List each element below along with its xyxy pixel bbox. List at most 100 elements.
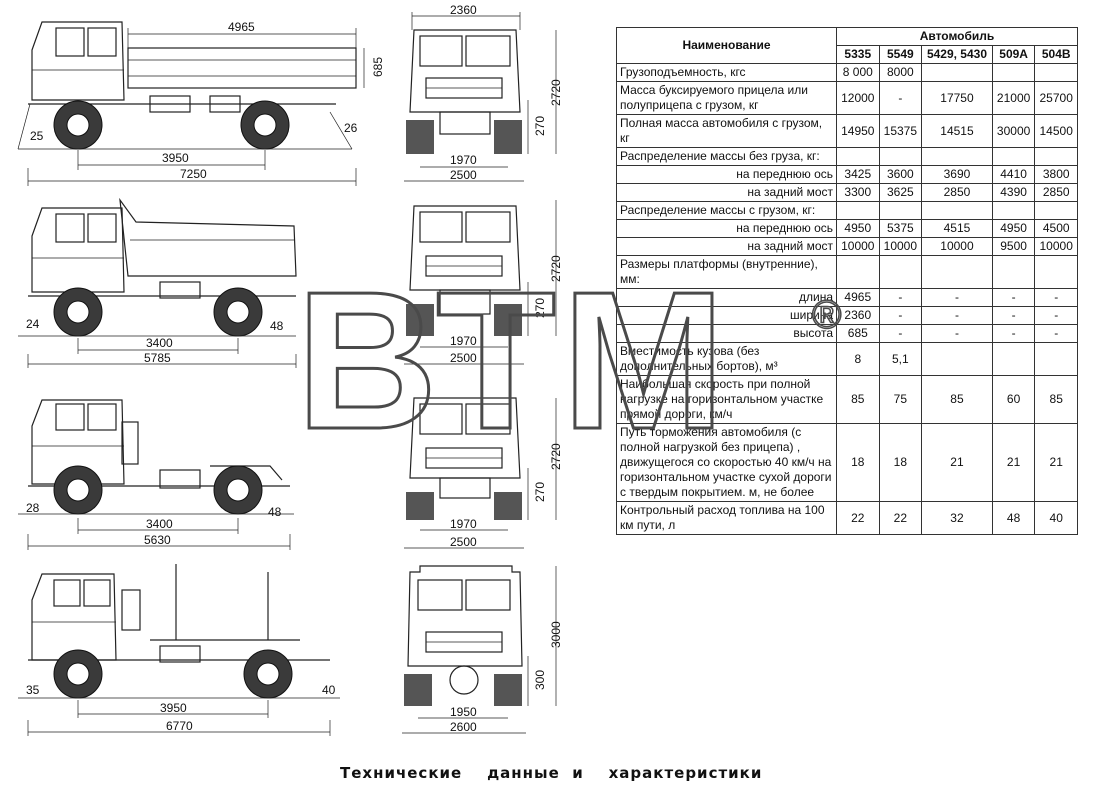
- row-value: 4500: [1034, 219, 1078, 238]
- row-value: 10000: [836, 237, 880, 256]
- side-view-tractor: 28 48 3400 5630: [18, 399, 294, 550]
- row-value: 10000: [878, 237, 923, 256]
- dim-f3-track: 1970: [450, 517, 477, 531]
- dim-v4-wheelbase: 3950: [160, 701, 187, 715]
- row-value: -: [878, 81, 923, 115]
- row-value: [921, 63, 993, 82]
- dim-v1-platform-length: 4965: [228, 20, 255, 34]
- row-label: Масса буксируемого прицела или полуприце…: [616, 81, 837, 115]
- dim-f4-track: 1950: [450, 705, 477, 719]
- row-value: -: [1034, 288, 1078, 307]
- row-label: на переднюю ось: [616, 219, 837, 238]
- table-row: Распределение массы с грузом, кг:: [616, 201, 1078, 220]
- row-label: Наибольшая скорость при полной нагрузке …: [616, 375, 837, 424]
- table-header-row: Наименование Автомобиль: [616, 27, 1078, 64]
- row-value: 15375: [878, 114, 923, 148]
- table-row: Размеры платформы (внутренние), мм:: [616, 255, 1078, 289]
- row-value: -: [991, 324, 1036, 343]
- row-label: Контрольный расход топлива на 100 км пут…: [616, 501, 837, 535]
- row-value: 8 000: [836, 63, 880, 82]
- dim-f3-overall-width: 2500: [450, 535, 477, 549]
- row-value: [1034, 255, 1078, 289]
- row-label: Путь торможения автомобиля (с полной наг…: [616, 423, 837, 502]
- front-view-2: 270 2720 1970 2500: [404, 200, 563, 365]
- row-value: 17750: [921, 81, 993, 115]
- row-value: -: [1034, 306, 1078, 325]
- row-value: [1034, 201, 1078, 220]
- row-label: Грузоподъемность, кгс: [616, 63, 837, 82]
- row-value: 4965: [836, 288, 880, 307]
- row-value: 10000: [921, 237, 993, 256]
- row-value: 32: [921, 501, 993, 535]
- row-value: -: [1034, 324, 1078, 343]
- row-value: [991, 201, 1036, 220]
- row-value: 4390: [991, 183, 1036, 202]
- row-label: ширина: [616, 306, 837, 325]
- row-value: 4410: [991, 165, 1036, 184]
- row-value: [921, 255, 993, 289]
- row-value: [1034, 63, 1078, 82]
- row-label: Вместимость кузова (без дополнительных б…: [616, 342, 837, 376]
- row-label: длина: [616, 288, 837, 307]
- row-value: 60: [991, 375, 1036, 424]
- row-value: [836, 201, 880, 220]
- row-value: 5,1: [878, 342, 923, 376]
- front-view-3: 270 2720 1970 2500: [404, 397, 563, 549]
- row-value: 5375: [878, 219, 923, 238]
- row-value: 685: [836, 324, 880, 343]
- dim-f2-clearance: 270: [533, 298, 547, 318]
- row-value: [921, 147, 993, 166]
- row-value: 22: [836, 501, 880, 535]
- row-label: Полная масса автомобиля с грузом, кг: [616, 114, 837, 148]
- row-value: -: [878, 324, 923, 343]
- dim-v2-angle-rear: 48: [270, 319, 284, 333]
- table-row: Масса буксируемого прицела или полуприце…: [616, 81, 1078, 115]
- dim-v3-angle-rear: 48: [268, 505, 282, 519]
- header-model: 5429, 5430: [921, 45, 993, 64]
- row-value: 85: [836, 375, 880, 424]
- row-value: 21: [991, 423, 1036, 502]
- row-label: на задний мост: [616, 237, 837, 256]
- vehicle-drawings: 4965 685 25 26 3950 7250 2360 270 2720 1…: [17, 3, 563, 736]
- row-label: Распределение массы без груза, кг:: [616, 147, 837, 166]
- row-label: на задний мост: [616, 183, 837, 202]
- row-value: -: [991, 306, 1036, 325]
- row-value: [836, 255, 880, 289]
- dim-v1-angle-rear: 26: [344, 121, 358, 135]
- row-label: Распределение массы с грузом, кг:: [616, 201, 837, 220]
- dim-f3-clearance: 270: [533, 482, 547, 502]
- row-value: 40: [1034, 501, 1078, 535]
- row-value: 22: [878, 501, 923, 535]
- table-row: Наибольшая скорость при полной нагрузке …: [616, 375, 1078, 424]
- row-value: [991, 63, 1036, 82]
- row-value: 8000: [878, 63, 923, 82]
- row-value: [991, 342, 1036, 376]
- side-view-dump-truck: 24 48 3400 5785: [18, 197, 297, 368]
- table-row: Путь торможения автомобиля (с полной наг…: [616, 423, 1078, 502]
- row-value: [991, 255, 1036, 289]
- dim-v3-wheelbase: 3400: [146, 517, 173, 531]
- dim-v4-angle-front: 35: [26, 683, 40, 697]
- header-model: 509А: [991, 45, 1036, 64]
- row-value: -: [878, 306, 923, 325]
- row-value: [836, 147, 880, 166]
- dim-v4-overall-length: 6770: [166, 719, 193, 733]
- dim-f2-overall-width: 2500: [450, 351, 477, 365]
- row-value: 21: [921, 423, 993, 502]
- row-value: -: [921, 324, 993, 343]
- dim-f1-clearance: 270: [533, 116, 547, 136]
- front-view-1: 2360 270 2720 1970 2500: [404, 3, 563, 182]
- dim-v1-overall-length: 7250: [180, 167, 207, 181]
- dim-v4-angle-rear: 40: [322, 683, 336, 697]
- row-value: [1034, 147, 1078, 166]
- dim-f4-clearance: 300: [533, 670, 547, 690]
- side-view-timber-tractor: 35 40 3950 6770: [18, 564, 340, 736]
- row-value: 3600: [878, 165, 923, 184]
- row-label: высота: [616, 324, 837, 343]
- row-value: [921, 201, 993, 220]
- row-value: 21000: [991, 81, 1036, 115]
